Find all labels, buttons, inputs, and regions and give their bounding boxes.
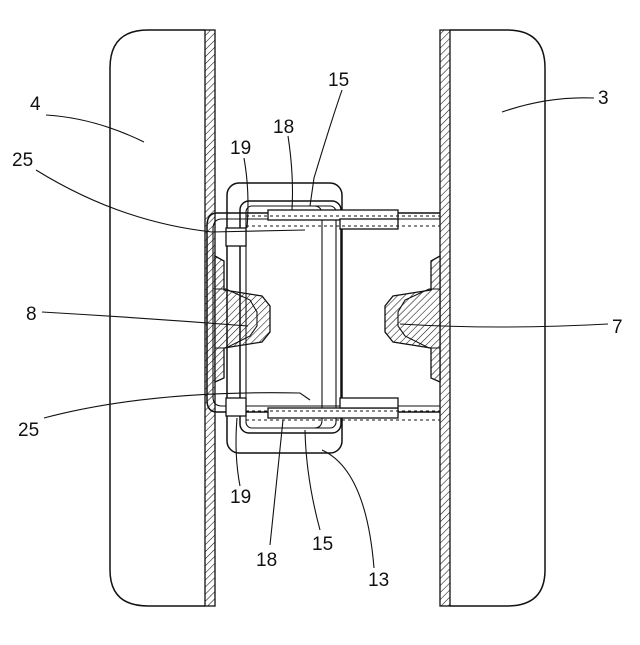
leader-19-bot bbox=[236, 418, 240, 486]
leader-15-bot bbox=[305, 430, 320, 530]
label-19-bottom: 19 bbox=[230, 487, 251, 508]
label-15-bottom: 15 bbox=[312, 534, 333, 555]
leader-15-top bbox=[310, 90, 342, 206]
bracket-7 bbox=[385, 256, 440, 382]
leader-3 bbox=[502, 98, 594, 112]
label-25-bottom: 25 bbox=[18, 420, 39, 441]
label-25-top: 25 bbox=[12, 150, 33, 171]
label-18-top: 18 bbox=[273, 117, 294, 138]
pad-18-bottom bbox=[268, 408, 398, 418]
bracket-8 bbox=[215, 256, 270, 382]
label-15-top: 15 bbox=[328, 70, 349, 91]
label-3: 3 bbox=[598, 88, 609, 109]
spring-15-center bbox=[314, 206, 322, 428]
right-module-wall bbox=[440, 30, 450, 606]
label-13: 13 bbox=[368, 570, 389, 591]
label-8: 8 bbox=[26, 304, 37, 325]
pad-18-top-r bbox=[340, 219, 398, 229]
leader-18-top bbox=[288, 136, 293, 210]
label-7: 7 bbox=[612, 317, 623, 338]
label-18-bottom: 18 bbox=[256, 550, 277, 571]
leader-4 bbox=[46, 115, 144, 142]
label-19-top: 19 bbox=[230, 138, 251, 159]
right-module-body bbox=[450, 30, 545, 606]
left-module-body bbox=[110, 30, 205, 606]
leader-18-bot bbox=[270, 420, 283, 545]
pad-18-bottom-r bbox=[340, 398, 398, 408]
block-19-top bbox=[226, 228, 246, 246]
label-4: 4 bbox=[30, 94, 41, 115]
block-19-bottom bbox=[226, 398, 246, 416]
